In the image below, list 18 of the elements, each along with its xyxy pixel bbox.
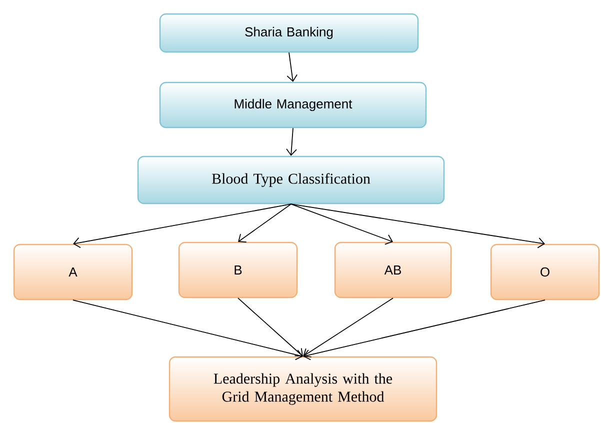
arrow [290,204,393,245]
process-box: AB [334,242,452,298]
arrow [286,52,298,82]
arrow [303,300,546,360]
process-box: Middle Management [159,82,427,128]
process-box: Sharia Banking [159,13,419,53]
arrow [303,298,394,358]
arrow [72,300,303,360]
process-box: A [13,244,133,300]
arrow [290,204,545,248]
process-box: Blood Type Classification [137,156,445,204]
process-box: B [178,242,298,298]
arrow [238,204,292,243]
arrow [286,128,297,156]
process-box: O [490,244,600,300]
arrow [73,204,292,248]
arrow [238,298,303,356]
process-box: Leadership Analysis with the Grid Management Method [168,356,438,422]
